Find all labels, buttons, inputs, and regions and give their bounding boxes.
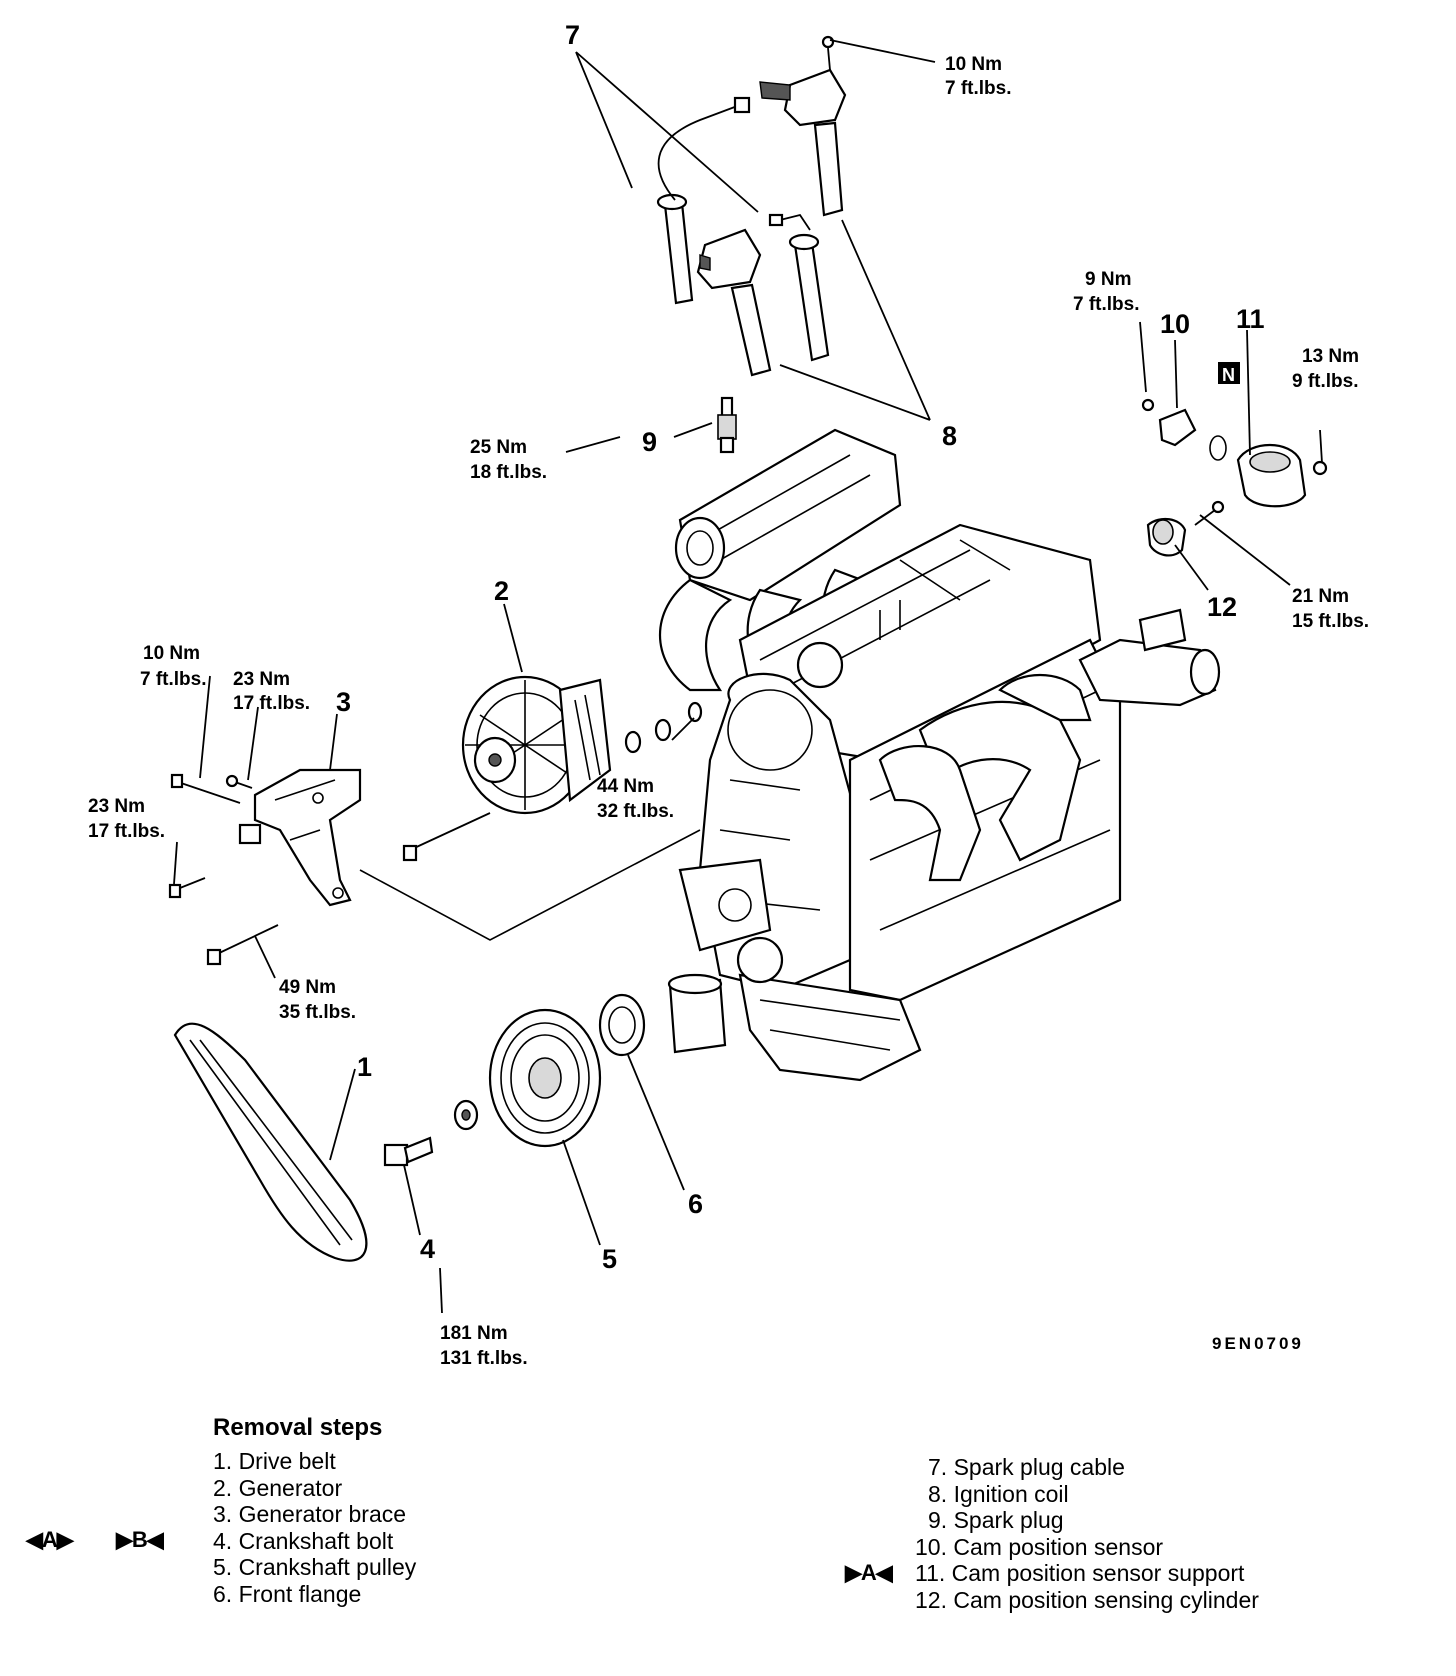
step-3: 3. Generator brace (213, 1501, 407, 1527)
callout-3: 3 (336, 687, 351, 717)
callout-9: 9 (642, 427, 657, 457)
service-point-marker-a-crank: ◀A▶ (26, 1527, 74, 1552)
torque-generator-nm: 44 Nm (597, 776, 654, 797)
step-7: 7. Spark plug cable (928, 1454, 1125, 1480)
spark-plug (717, 396, 737, 454)
torque-sensor-nm: 9 Nm (1085, 269, 1131, 290)
callout-4: 4 (420, 1234, 435, 1264)
torque-coil-nm: 10 Nm (945, 54, 1002, 75)
engine-assembly (659, 428, 1221, 1082)
new-part-badge (1218, 362, 1240, 384)
figure-code: 9EN0709 (1212, 1334, 1304, 1353)
torque-specs: 10 Nm 7 ft.lbs. 9 Nm 7 ft.lbs. 13 Nm 9 f… (88, 54, 1369, 1369)
torque-cylinder-nm: 21 Nm (1292, 586, 1349, 607)
step-6: 6. Front flange (213, 1580, 362, 1607)
part-callouts: 1 2 3 4 5 6 7 8 9 10 11 12 N (336, 20, 1265, 1274)
callout-1: 1 (357, 1052, 372, 1082)
torque-brace1-ft: 7 ft.lbs. (140, 669, 207, 690)
torque-long-bolt-ft: 35 ft.lbs. (279, 1002, 356, 1023)
step-1: 1. Drive belt (213, 1448, 336, 1474)
torque-brace2-nm: 23 Nm (233, 669, 290, 690)
torque-plug-ft: 18 ft.lbs. (470, 462, 547, 483)
torque-long-bolt-nm: 49 Nm (279, 977, 336, 998)
torque-support-nm: 13 Nm (1302, 346, 1359, 367)
cam-position-sensor-parts (1141, 398, 1328, 557)
removal-steps-left: 1. Drive belt 2. Generator 3. Generator … (213, 1448, 416, 1607)
callout-12: 12 (1207, 592, 1237, 622)
torque-cylinder-ft: 15 ft.lbs. (1292, 611, 1369, 632)
drive-belt (173, 1022, 368, 1262)
callout-10: 10 (1160, 309, 1190, 339)
torque-crank-bolt-ft: 131 ft.lbs. (440, 1348, 528, 1369)
torque-brace2-ft: 17 ft.lbs. (233, 693, 310, 714)
torque-generator-ft: 32 ft.lbs. (597, 801, 674, 822)
torque-crank-bolt-nm: 181 Nm (440, 1323, 508, 1344)
torque-coil-ft: 7 ft.lbs. (945, 78, 1012, 99)
service-point-marker-a-support: ▶A◀ (845, 1560, 893, 1585)
generator-brace (168, 768, 701, 966)
step-5: 5. Crankshaft pulley (213, 1554, 417, 1580)
callout-11: 11 (1236, 304, 1265, 334)
new-part-badge-label: N (1222, 365, 1235, 385)
removal-steps-title: Removal steps (213, 1414, 383, 1441)
generator-washers (624, 701, 703, 754)
ignition-coils-and-cables (656, 35, 847, 377)
leader-lines (173, 39, 1323, 1314)
callout-6: 6 (688, 1189, 703, 1219)
step-8: 8. Ignition coil (928, 1480, 1069, 1507)
removal-steps-right: 7. Spark plug cable 8. Ignition coil 9. … (915, 1454, 1259, 1613)
callout-7: 7 (565, 20, 580, 50)
torque-sensor-ft: 7 ft.lbs. (1073, 294, 1140, 315)
step-11: 11. Cam position sensor support (915, 1560, 1245, 1586)
crankshaft-pulley-parts (383, 993, 646, 1167)
step-4: 4. Crankshaft bolt (213, 1527, 394, 1554)
generator (461, 675, 612, 815)
torque-support-ft: 9 ft.lbs. (1292, 371, 1359, 392)
callout-2: 2 (494, 576, 509, 606)
torque-brace3-nm: 23 Nm (88, 796, 145, 817)
step-10: 10. Cam position sensor (915, 1533, 1164, 1560)
step-2: 2. Generator (213, 1474, 343, 1501)
step-9: 9. Spark plug (928, 1507, 1064, 1533)
callout-8: 8 (942, 421, 957, 451)
torque-brace1-nm: 10 Nm (143, 643, 200, 664)
callout-5: 5 (602, 1244, 617, 1274)
torque-brace3-ft: 17 ft.lbs. (88, 821, 165, 842)
service-point-marker-b-crank: ▶B◀ (116, 1527, 164, 1552)
torque-plug-nm: 25 Nm (470, 437, 527, 458)
step-12: 12. Cam position sensing cylinder (915, 1586, 1259, 1613)
